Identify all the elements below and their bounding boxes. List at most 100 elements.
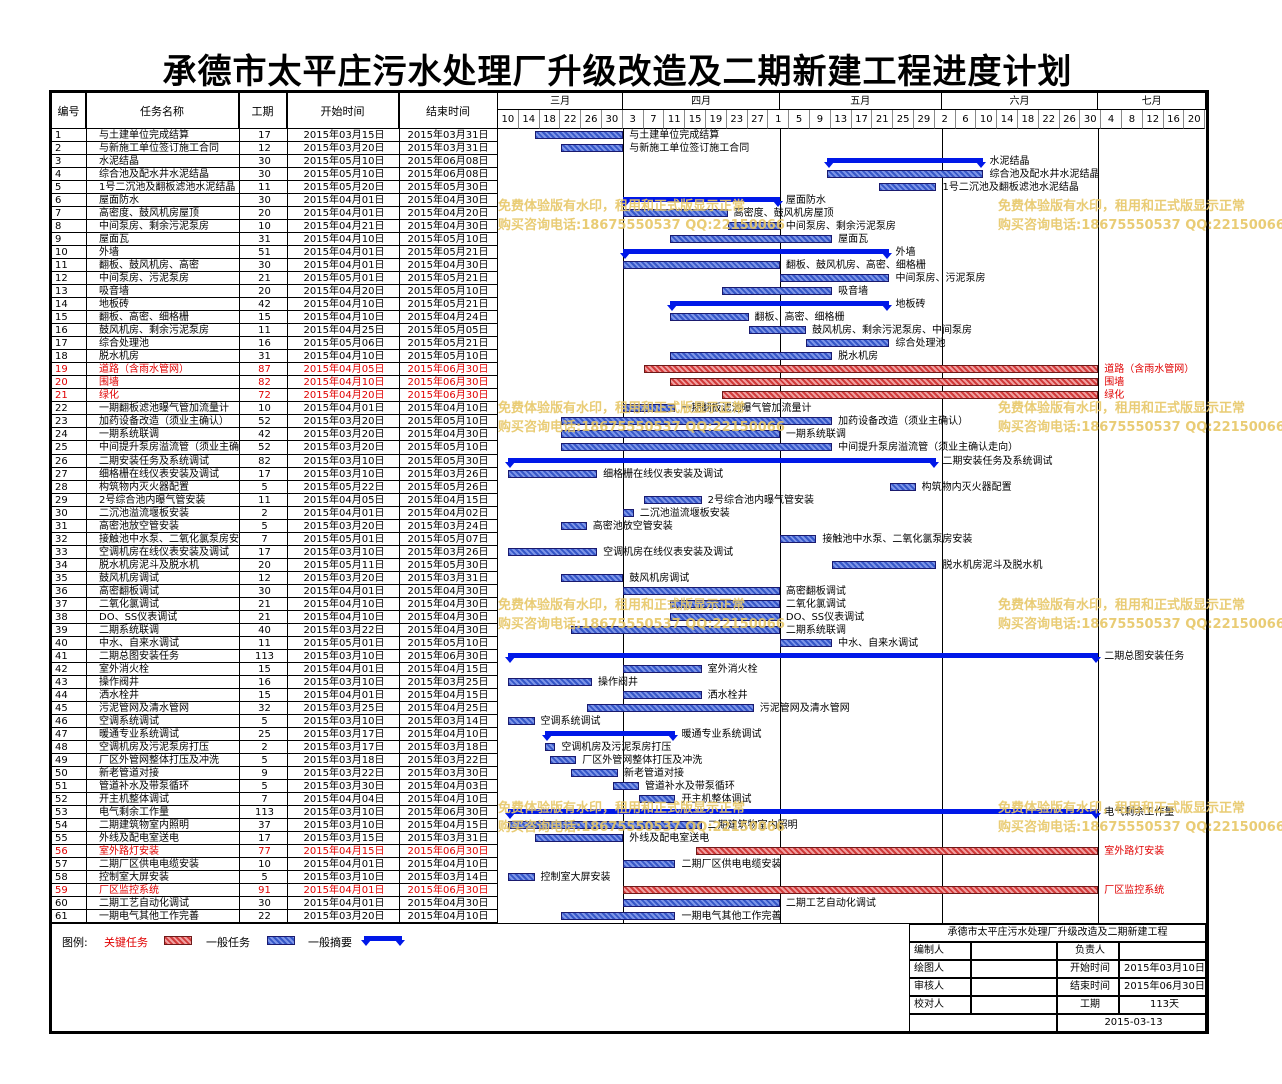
summary-bar[interactable]: [667, 301, 893, 312]
task-bar[interactable]: [586, 703, 754, 712]
col-header-id[interactable]: 编号: [52, 93, 86, 129]
task-bar[interactable]: [560, 430, 780, 439]
summary-bar[interactable]: [823, 158, 987, 169]
task-bar[interactable]: [670, 612, 780, 621]
summary-bar[interactable]: [541, 730, 678, 741]
col-header-end[interactable]: 结束时间: [399, 93, 498, 129]
task-bar[interactable]: [805, 339, 890, 348]
task-bar[interactable]: [722, 287, 833, 296]
task-bar[interactable]: [508, 716, 535, 725]
task-bar[interactable]: [779, 274, 890, 283]
task-bar[interactable]: [670, 235, 833, 244]
task-bar[interactable]: [638, 795, 676, 804]
col-header-start[interactable]: 开始时间: [287, 93, 399, 129]
task-bar[interactable]: [508, 547, 598, 556]
task-bar[interactable]: [879, 183, 937, 192]
task-bar[interactable]: [623, 690, 702, 699]
critical-task-bar[interactable]: [670, 378, 1099, 387]
task-bar[interactable]: [623, 209, 728, 218]
critical-task-bar[interactable]: [722, 391, 1099, 400]
task-bar[interactable]: [571, 768, 619, 777]
task-bar[interactable]: [534, 131, 624, 139]
task-bar[interactable]: [544, 742, 556, 751]
table-row[interactable]: 25中间提升泵房溢流管（须业主确认走向）522015年03月20日2015年05…: [52, 441, 498, 454]
task-bar[interactable]: [623, 586, 780, 595]
task-bar[interactable]: [508, 469, 598, 478]
task-bar[interactable]: [612, 782, 639, 790]
task-bar[interactable]: [508, 821, 702, 830]
task-bar[interactable]: [623, 508, 634, 517]
task-bar[interactable]: [889, 482, 916, 491]
task-bar[interactable]: [748, 326, 806, 335]
task-bar[interactable]: [560, 521, 587, 530]
task-bar[interactable]: [560, 417, 833, 426]
task-bar[interactable]: [508, 873, 535, 882]
task-bar[interactable]: [560, 443, 833, 452]
task-bar[interactable]: [560, 144, 624, 153]
summary-bar[interactable]: [505, 457, 940, 468]
task-bar[interactable]: [550, 755, 577, 764]
task-bar[interactable]: [826, 170, 984, 179]
summary-bar[interactable]: [620, 249, 893, 260]
task-bar[interactable]: [560, 912, 676, 921]
task-bar[interactable]: [534, 834, 624, 843]
task-bar[interactable]: [623, 860, 676, 869]
task-bar[interactable]: [644, 495, 702, 504]
task-bar[interactable]: [670, 599, 780, 608]
task-bar[interactable]: [727, 222, 780, 231]
task-bar[interactable]: [779, 638, 833, 647]
summary-bar[interactable]: [505, 652, 1102, 663]
critical-task-bar[interactable]: [696, 847, 1099, 856]
task-bar[interactable]: [670, 352, 833, 361]
